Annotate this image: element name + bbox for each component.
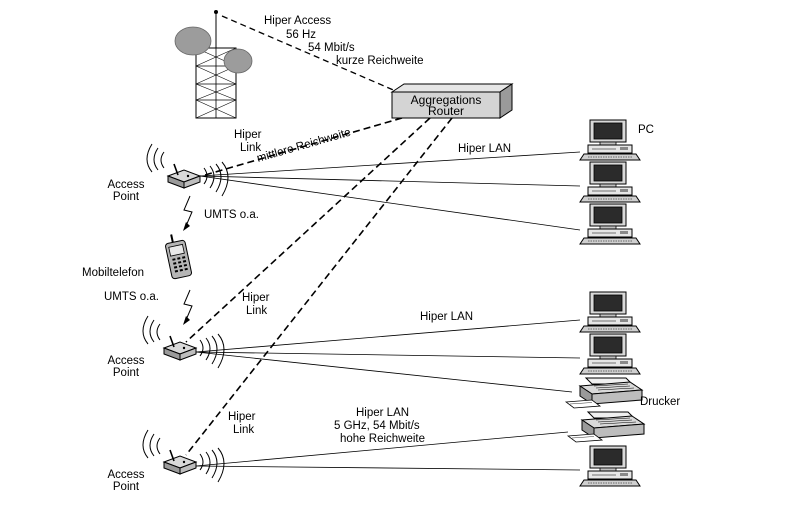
pc-icon <box>579 119 641 161</box>
umts-arrow <box>183 222 190 231</box>
umts-signal <box>183 289 193 321</box>
hiper-link-label: Link <box>233 424 254 436</box>
mittlere-reichweite-label: mittlere Reichweite <box>256 127 353 165</box>
hiper-lan-detail-label: 5 GHz, 54 Mbit/s <box>334 420 420 432</box>
pc-icon <box>579 291 641 333</box>
lan-line <box>195 351 581 359</box>
hiper-link-label: Hiper <box>234 129 262 141</box>
router-icon <box>390 83 514 119</box>
umts-label: UMTS o.a. <box>104 291 159 303</box>
lan-line <box>195 465 581 471</box>
lan-line <box>195 431 569 467</box>
umts-label: UMTS o.a. <box>204 209 259 221</box>
pc-icon <box>579 333 641 375</box>
lan-line <box>199 175 581 187</box>
access-point-icon <box>146 143 229 197</box>
connection-lines <box>183 15 581 471</box>
access-point-label: Point <box>113 191 140 203</box>
access-point-label: Access <box>107 355 144 367</box>
drucker-label: Drucker <box>640 396 680 408</box>
access-point-label: Point <box>113 481 140 493</box>
hiper-lan-detail-label: hohe Reichweite <box>340 433 425 445</box>
tower-label-line4: kurze Reichweite <box>336 55 424 67</box>
hiper-link-label: Link <box>246 305 267 317</box>
access-point-label: Point <box>113 367 140 379</box>
access-point-label: Access <box>107 469 144 481</box>
hiper-lan-detail-label: Hiper LAN <box>356 407 409 419</box>
router-ap3-link <box>185 117 453 456</box>
router-label-line2: Router <box>428 104 464 118</box>
hiper-access-link <box>221 15 399 93</box>
printer-icon <box>565 377 643 409</box>
printer-icon <box>567 411 645 443</box>
hiper-lan-label: Hiper LAN <box>420 311 473 323</box>
lan-line <box>195 319 581 353</box>
hiper-lan-label: Hiper LAN <box>458 143 511 155</box>
access-point-icon <box>142 429 225 483</box>
umts-signal <box>183 195 193 227</box>
lan-line <box>195 351 573 393</box>
lan-line <box>199 175 581 231</box>
hiper-link-label: Hiper <box>228 411 256 423</box>
pc-icon <box>579 161 641 203</box>
radio-tower-icon <box>174 10 253 119</box>
router-ap2-link <box>185 117 431 343</box>
pc-icon <box>579 203 641 245</box>
pc-icon <box>579 445 641 487</box>
lan-line <box>199 151 581 177</box>
mobile-phone-icon <box>165 234 192 280</box>
dish-icon <box>223 48 253 74</box>
umts-arrow <box>183 316 190 325</box>
hiper-link-label: Link <box>240 142 261 154</box>
access-point-label: Access <box>107 179 144 191</box>
tower-label-line2: 56 Hz <box>286 29 316 41</box>
tower-label-line3: 54 Mbit/s <box>308 42 355 54</box>
tower-label-line1: Hiper Access <box>264 15 331 27</box>
mobiltelefon-label: Mobiltelefon <box>82 267 144 279</box>
hiper-link-label: Hiper <box>242 292 270 304</box>
pc-label: PC <box>638 124 654 136</box>
router-label-line1: Aggregations <box>411 93 482 107</box>
dish-icon <box>174 26 212 56</box>
router-ap1-link <box>204 117 403 176</box>
